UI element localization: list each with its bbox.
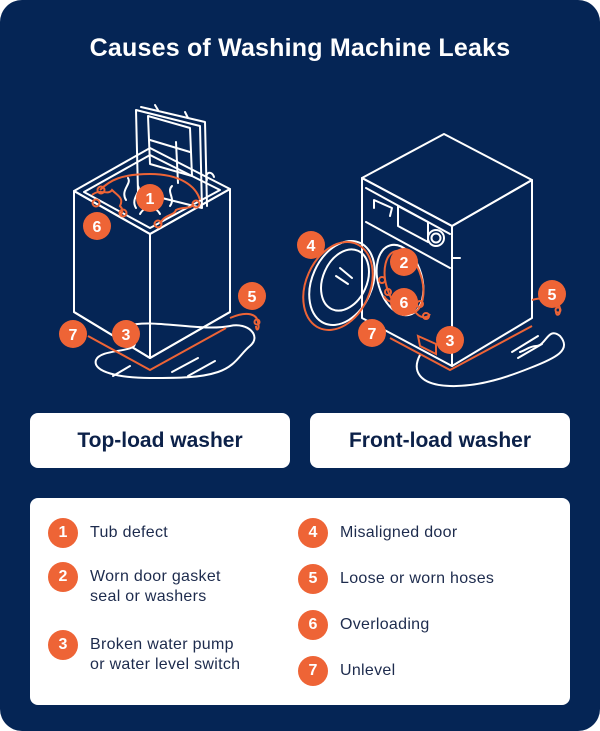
- marker-3-top: [112, 320, 140, 348]
- marker-7-top: [59, 320, 87, 348]
- legend-panel: 1 Tub defect 2 Worn door gasket seal or …: [30, 498, 570, 705]
- legend-line: Overloading: [340, 616, 430, 633]
- top-load-washer-drawing: [73, 104, 256, 379]
- number-badge: 7: [298, 656, 328, 686]
- number-badge: 4: [298, 518, 328, 548]
- legend-line: Unlevel: [340, 662, 396, 679]
- legend-item: 3 Broken water pump or water level switc…: [48, 630, 240, 675]
- marker-6-front: [390, 288, 418, 316]
- front-load-washer-label-text: Front-load washer: [348, 428, 532, 452]
- washers-illustration: 1 6 5 7 3 4 2 6 5 7 3: [59, 104, 566, 388]
- marker-label: 4: [307, 238, 316, 255]
- marker-3-front: [436, 326, 464, 354]
- legend-line: seal or washers: [90, 588, 207, 605]
- legend-item-text: Worn door gasket seal or washers: [90, 562, 221, 607]
- top-load-washer-label: Top-load washer: [30, 413, 290, 468]
- marker-labels: 1 6 5 7 3 4 2 6 5 7 3: [69, 191, 557, 350]
- front-load-washer-label: Front-load washer: [310, 413, 570, 468]
- legend-item: 4 Misaligned door: [298, 518, 457, 548]
- marker-label: 6: [93, 219, 102, 236]
- marker-label: 7: [69, 327, 78, 344]
- number-badge: 3: [48, 630, 78, 660]
- top-load-washer-label-text: Top-load washer: [77, 428, 243, 452]
- marker-label: 2: [400, 255, 409, 272]
- marker-7-front: [358, 319, 386, 347]
- legend-line: Broken water pump: [90, 636, 234, 653]
- legend-item: 1 Tub defect: [48, 518, 168, 548]
- marker-6-top: [83, 212, 111, 240]
- legend-item-text: Broken water pump or water level switch: [90, 630, 240, 675]
- legend-item: 6 Overloading: [298, 610, 430, 640]
- marker-4-front: [297, 231, 325, 259]
- legend-item: 2 Worn door gasket seal or washers: [48, 562, 221, 607]
- legend-item-text: Tub defect: [90, 518, 168, 543]
- legend-item-text: Unlevel: [340, 656, 395, 681]
- marker-label: 6: [400, 295, 409, 312]
- marker-label: 3: [122, 327, 131, 344]
- marker-2-front: [390, 248, 418, 276]
- legend-line: or water level switch: [90, 656, 241, 673]
- marker-label: 3: [446, 333, 455, 350]
- marker-1-top: [136, 184, 164, 212]
- legend-item-text: Overloading: [340, 610, 430, 635]
- number-badge: 1: [48, 518, 78, 548]
- number-badge: 5: [298, 564, 328, 594]
- top-load-leak-highlights: [87, 172, 261, 372]
- marker-label: 5: [248, 289, 257, 306]
- number-badge: 6: [298, 610, 328, 640]
- marker-5-front: [538, 280, 566, 308]
- marker-label: 1: [146, 191, 155, 208]
- legend-item-text: Loose or worn hoses: [340, 564, 494, 589]
- legend-item: 5 Loose or worn hoses: [298, 564, 494, 594]
- legend-line: Loose or worn hoses: [340, 570, 495, 587]
- marker-label: 7: [368, 326, 377, 343]
- legend-item-text: Misaligned door: [340, 518, 457, 543]
- marker-group: [59, 184, 566, 354]
- front-load-leak-highlights: [302, 241, 562, 372]
- marker-5-top: [238, 282, 266, 310]
- legend-line: Misaligned door: [340, 524, 458, 541]
- legend-line: Worn door gasket: [90, 568, 221, 585]
- page-title: Causes of Washing Machine Leaks: [89, 34, 511, 62]
- front-load-washer-drawing: [308, 133, 566, 388]
- number-badge: 2: [48, 562, 78, 592]
- legend-item: 7 Unlevel: [298, 656, 395, 686]
- legend-line: Tub defect: [90, 524, 169, 541]
- marker-label: 5: [548, 287, 557, 304]
